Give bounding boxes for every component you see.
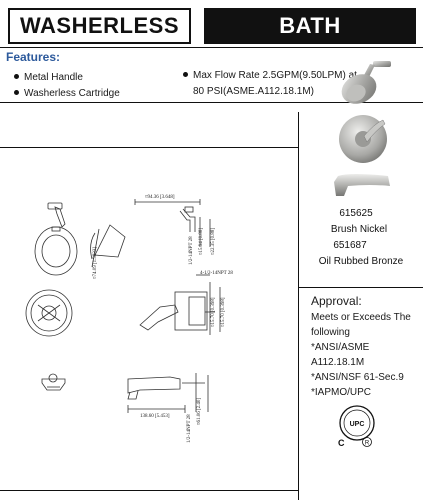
dim-arm-length: ¤94.36 [3.648] <box>145 195 175 200</box>
upc-certification-icon: UPC C R <box>338 405 375 448</box>
header-left-title: WASHERLESS <box>8 8 191 44</box>
model-number-2: 651687 <box>333 240 367 251</box>
showerhead-photo <box>341 61 391 104</box>
approval-title: Approval: <box>311 294 362 308</box>
dim-valve-b: ¤15.70 [0.398] <box>221 297 226 327</box>
valve-trim-photo <box>339 115 387 163</box>
dim-spout-npt: 1/2-14NPT 28 <box>187 414 192 443</box>
dim-valve-npt: 4-1/2-14NPT 28 <box>200 271 233 276</box>
drawing-frame-bottom <box>0 490 298 491</box>
svg-text:UPC: UPC <box>350 421 365 428</box>
feature-item-cont: 80 PSI(ASME.A112.18.1M) <box>193 86 314 97</box>
approval-item: *ANSI/NSF 61-Sec.9 <box>311 372 404 383</box>
drawing-frame-top <box>0 147 298 148</box>
feature-item: Metal Handle <box>14 70 120 86</box>
valve-trim-front-icon <box>25 289 73 337</box>
tub-spout-side-icon <box>127 373 209 413</box>
approval-item: *IAPMO/UPC <box>311 387 372 398</box>
finish-brush-nickel: Brush Nickel <box>330 224 388 235</box>
bullet-icon <box>14 89 19 95</box>
feature-item: Max Flow Rate 2.5GPM(9.50LPM) at <box>183 68 358 84</box>
dim-head-diameter: ¤74.09 [1.9833] <box>93 247 98 279</box>
dim-d1: ¤15.94 [0.88] <box>199 228 204 255</box>
tub-spout-photo <box>334 174 390 196</box>
features-title: Features: <box>6 50 61 64</box>
dim-valve-a: ¤15.70 [0.398] <box>211 297 216 327</box>
divider-features <box>0 102 423 103</box>
model-number: 615625 <box>339 208 373 219</box>
features-right-list: Max Flow Rate 2.5GPM(9.50LPM) at 80 PSI(… <box>183 68 358 100</box>
dim-spout-length: 138.60 [5.453] <box>140 414 170 419</box>
approval-line: following <box>311 327 350 338</box>
approval-item: *ANSI/ASME A112.18.1M <box>311 342 370 368</box>
feature-item: Washerless Cartridge <box>14 86 120 102</box>
finish-oil-rubbed-bronze: Oil Rubbed Bronze <box>318 256 404 267</box>
approval-line: Meets or Exceeds The <box>311 312 411 323</box>
shower-arm-front-icon <box>47 202 66 228</box>
divider-top <box>0 47 423 48</box>
header-right-title: BATH <box>204 8 416 44</box>
bullet-icon <box>14 73 19 79</box>
bullet-icon <box>183 71 188 77</box>
svg-text:C: C <box>338 438 345 448</box>
shower-head-front-icon <box>34 226 78 276</box>
features-left-list: Metal Handle Washerless Cartridge <box>14 70 120 102</box>
technical-drawing: ¤94.36 [3.648] 1/2-14NPT 28 ¤15.94 [0.88… <box>25 195 233 443</box>
shower-head-side-icon <box>90 199 211 268</box>
svg-text:R: R <box>365 441 370 447</box>
approval-frame-top <box>298 287 423 288</box>
tub-spout-front-icon <box>41 373 66 391</box>
dim-npt-vertical: 1/2-14NPT 28 <box>189 236 194 265</box>
dim-spout-a: ¤61.06 [2.40] <box>197 398 202 425</box>
dim-d2: ¤22.35 [0.88] <box>211 228 216 255</box>
approval-block: Approval: Meets or Exceeds The following… <box>311 294 419 400</box>
drawing-frame-right <box>298 112 299 500</box>
valve-side-icon <box>139 274 221 335</box>
